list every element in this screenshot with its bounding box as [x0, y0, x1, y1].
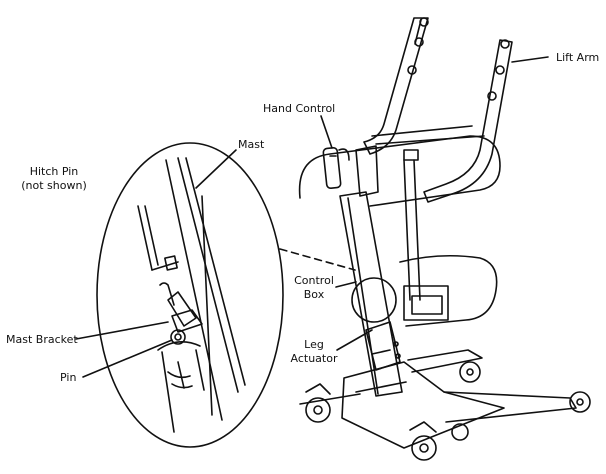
leg-actuator-label-line1: Leg: [304, 338, 324, 351]
detail-callout-dashed-line: [279, 248, 356, 271]
lift-base: [299, 349, 577, 449]
lift-arm: [363, 17, 513, 203]
hand-control-leader-line: [320, 115, 333, 149]
leg-actuator: [365, 321, 401, 371]
mast-bracket-leader-line: [75, 321, 169, 340]
hand-control-label: Hand Control: [263, 102, 336, 115]
detail-bracket-plate: [137, 205, 179, 271]
hitch-pin-label-line1: Hitch Pin: [29, 165, 79, 178]
control-box-zone: [351, 277, 397, 323]
pin-leader-line: [82, 339, 173, 378]
hitch-pin-label: Hitch Pin (not shown): [13, 165, 95, 193]
lift-arm-leader-line: [511, 56, 549, 63]
leg-actuator-label: Leg Actuator: [288, 338, 340, 366]
lift-arm-label: Lift Arm: [556, 51, 600, 64]
detail-mast: [165, 157, 246, 421]
caster-wheels: [305, 361, 591, 461]
seat-pad: [298, 135, 501, 327]
leg-actuator-label-line2: Actuator: [290, 352, 338, 365]
mast-leader-line: [195, 149, 237, 189]
lift-mast: [339, 145, 421, 397]
control-box-label-line1: Control: [294, 274, 334, 287]
mast-label: Mast: [238, 138, 265, 151]
hand-control: [322, 146, 350, 190]
detail-hitch-assembly: [157, 282, 205, 433]
mast-bracket-label: Mast Bracket: [6, 333, 78, 346]
pin-label: Pin: [60, 371, 77, 384]
hitch-pin-label-line2: (not shown): [21, 179, 87, 192]
detail-circle: [96, 142, 284, 448]
control-box-leader-line: [335, 281, 357, 288]
control-box-label: Control Box: [290, 274, 338, 302]
control-box-label-line2: Box: [303, 288, 325, 301]
